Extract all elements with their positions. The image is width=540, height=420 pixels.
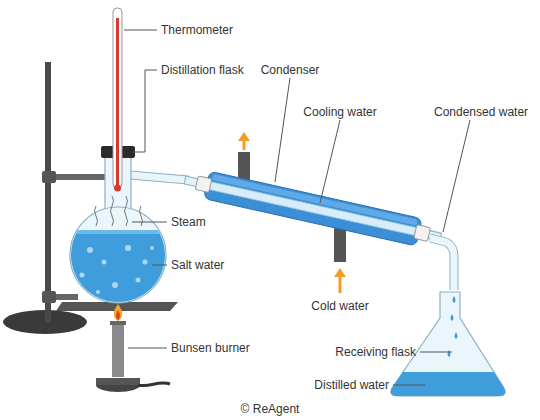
adapter-glass — [430, 238, 454, 290]
condenser — [182, 166, 444, 250]
thermometer-bulb — [114, 185, 121, 192]
part-label: Bunsen burner — [171, 341, 250, 355]
bubbles — [80, 245, 155, 294]
part-label: Steam — [171, 215, 206, 229]
flame-core — [116, 310, 120, 320]
thermometer-liquid — [116, 18, 119, 186]
part-label: Salt water — [171, 258, 224, 272]
salt-water — [60, 230, 180, 310]
upper-clamp — [48, 174, 106, 180]
stand-rod — [45, 62, 51, 322]
part-label: Condenser — [261, 63, 320, 77]
gas-hose — [138, 383, 170, 386]
receiving-flask — [391, 292, 505, 396]
part-label: Thermometer — [161, 23, 233, 37]
flask-join — [106, 212, 130, 224]
side-arm — [130, 171, 188, 184]
burner-collar — [110, 321, 126, 325]
part-label: Cold water — [311, 299, 368, 313]
part-label: Distilled water — [314, 378, 389, 392]
drops — [448, 296, 458, 357]
burner-base-top — [96, 378, 140, 385]
part-label: Receiving flask — [335, 345, 416, 359]
water-surface — [60, 230, 180, 234]
copyright-note: © ReAgent — [241, 402, 300, 416]
adapter — [430, 238, 454, 290]
part-label: Distillation flask — [161, 63, 244, 77]
burner-tube — [112, 321, 124, 377]
leader-lines — [124, 30, 470, 385]
clamp-boss — [42, 171, 56, 183]
part-label: Condensed water — [434, 105, 528, 119]
clamp-boss — [42, 291, 56, 303]
flow-arrows — [238, 132, 346, 293]
burner-base — [96, 378, 140, 392]
distilled-water — [391, 372, 505, 396]
thermometer — [113, 8, 122, 188]
flame — [114, 304, 122, 321]
part-label: Cooling water — [303, 105, 376, 119]
